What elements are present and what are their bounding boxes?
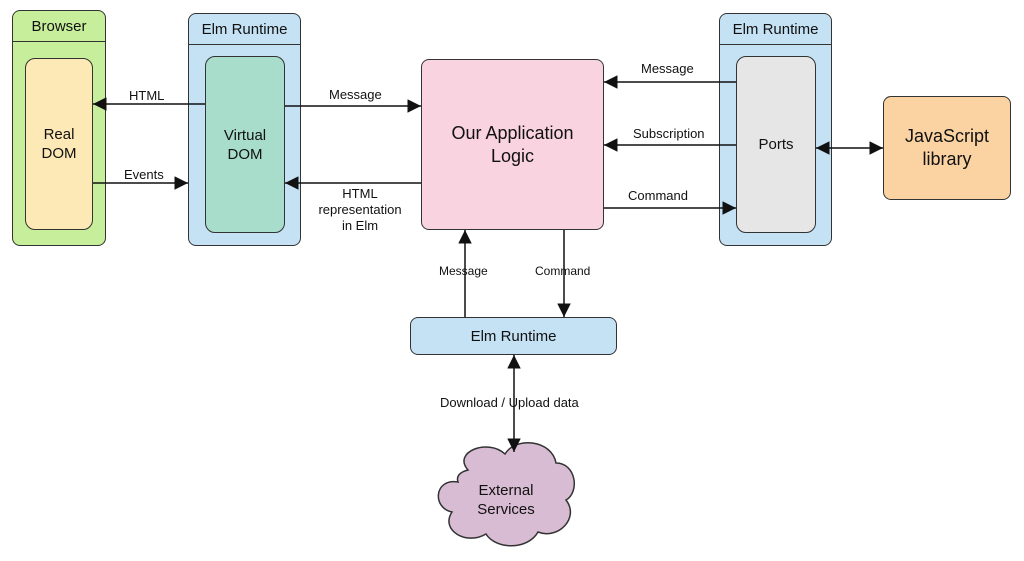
ports-label: Ports xyxy=(758,136,794,153)
elm-runtime-right-title: Elm Runtime xyxy=(720,14,831,45)
edge-label-command-to-ports: Command xyxy=(628,188,688,203)
external-services-label: External Services xyxy=(456,478,556,522)
js-library-line2: library xyxy=(922,149,972,169)
real-dom-line2: DOM xyxy=(41,145,77,162)
elm-runtime-bottom-node: Elm Runtime xyxy=(410,317,617,355)
edge-label-html-representation: HTML representation in Elm xyxy=(305,186,415,234)
js-library-line1: JavaScript xyxy=(904,126,990,146)
browser-title: Browser xyxy=(13,11,105,42)
edge-label-message-to-logic: Message xyxy=(329,87,382,102)
app-logic-line1: Our Application xyxy=(451,122,574,143)
html-rep-line1: HTML xyxy=(342,186,378,201)
edge-label-download-upload: Download / Upload data xyxy=(440,395,579,410)
elm-runtime-bottom-label: Elm Runtime xyxy=(470,327,557,345)
external-services-line2: Services xyxy=(477,501,535,518)
edge-label-subscription: Subscription xyxy=(633,126,705,141)
html-rep-line2: representation xyxy=(318,202,402,217)
virtual-dom-line1: Virtual xyxy=(223,126,267,144)
edge-label-command-to-bottom: Command xyxy=(535,264,591,278)
edge-label-message-from-bottom: Message xyxy=(439,264,488,278)
html-rep-line3: in Elm xyxy=(341,218,379,233)
javascript-library-node: JavaScript library xyxy=(883,96,1011,200)
external-services-line1: External xyxy=(478,482,534,499)
real-dom-node: Real DOM xyxy=(25,58,93,230)
virtual-dom-line2: DOM xyxy=(227,145,263,163)
ports-node: Ports xyxy=(736,56,816,233)
app-logic-line2: Logic xyxy=(490,145,534,166)
elm-runtime-left-title: Elm Runtime xyxy=(189,14,300,45)
real-dom-line1: Real xyxy=(43,126,75,143)
app-logic-node: Our Application Logic xyxy=(421,59,604,230)
edge-label-html: HTML xyxy=(129,88,165,103)
virtual-dom-node: Virtual DOM xyxy=(205,56,285,233)
edge-label-events: Events xyxy=(124,167,164,182)
edge-label-message-from-ports: Message xyxy=(641,61,694,76)
